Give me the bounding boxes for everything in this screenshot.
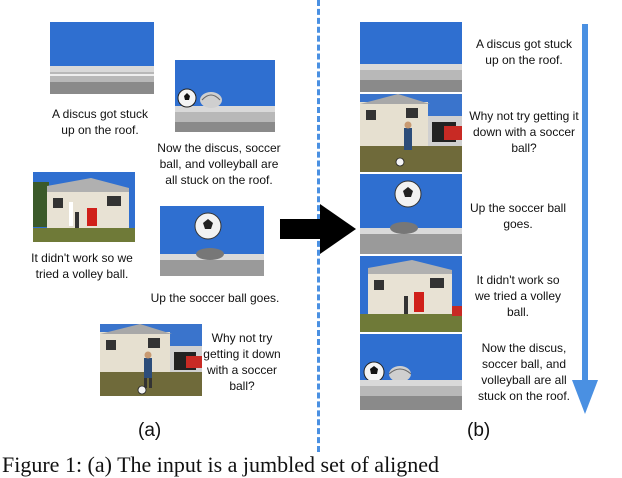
caption-a2: Now the discus, soccer ball, and volleyb… xyxy=(157,141,281,187)
b-photo-1 xyxy=(360,22,462,92)
caption-a5: Why not try getting it down with a socce… xyxy=(203,331,281,393)
panel-b-label: (b) xyxy=(467,420,491,441)
b-photo-3 xyxy=(360,174,462,254)
b-photo-4 xyxy=(360,256,462,332)
caption-b1: A discus got stuck up on the roof. xyxy=(475,37,573,67)
caption-a1: A discus got stuck up on the roof. xyxy=(51,107,149,137)
caption-b5: Now the discus, soccer ball, and volleyb… xyxy=(477,341,571,403)
caption-b3: Up the soccer ball goes. xyxy=(469,201,567,231)
house-volleyball-photo xyxy=(33,172,135,242)
caption-b4: It didn't work so we tried a volley ball… xyxy=(474,273,562,319)
figure-caption: Figure 1: (a) The input is a jumbled set… xyxy=(2,452,440,477)
caption-a3: It didn't work so we tried a volley ball… xyxy=(31,251,133,281)
house-soccer-photo xyxy=(100,324,202,396)
b-photo-5 xyxy=(360,334,462,410)
order-arrow-icon xyxy=(572,24,598,414)
roof-discus-photo xyxy=(50,22,154,94)
roof-all-balls-photo xyxy=(175,60,275,132)
transform-arrow-icon xyxy=(280,204,356,254)
caption-b2: Why not try getting it down with a socce… xyxy=(469,109,579,155)
b-photo-2 xyxy=(360,94,462,172)
caption-a4: Up the soccer ball goes. xyxy=(150,291,280,305)
panel-a-label: (a) xyxy=(138,420,162,441)
soccer-ball-air-photo xyxy=(160,206,264,276)
